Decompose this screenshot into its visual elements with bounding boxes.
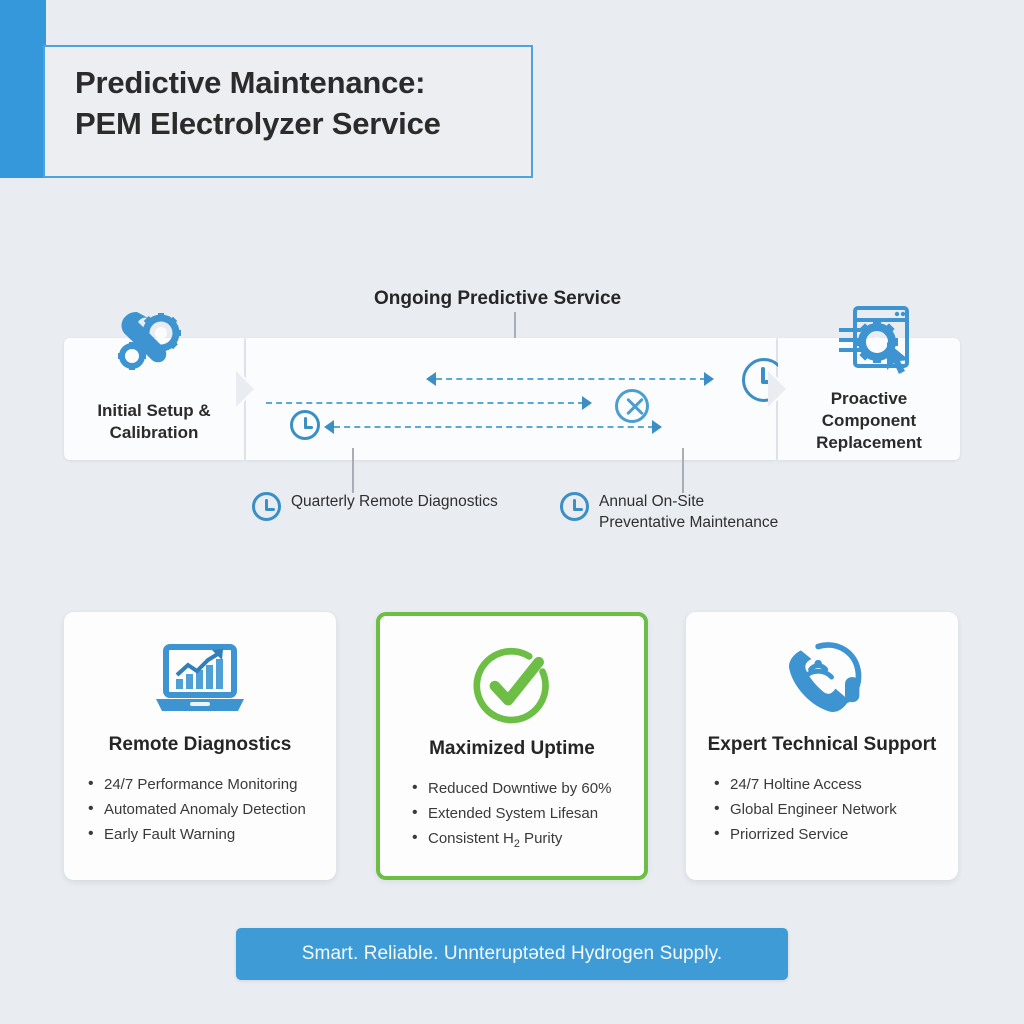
header-accent-bar bbox=[0, 0, 46, 178]
callout-annual-maintenance[interactable]: Annual On-Site Preventative Maintenance bbox=[560, 492, 778, 533]
card-title: Maximized Uptime bbox=[429, 738, 595, 759]
card-title: Expert Technical Support bbox=[707, 734, 937, 755]
browser-gear-cursor-icon bbox=[829, 304, 919, 376]
arrow-bottom bbox=[324, 420, 664, 434]
benefit-cards: Remote Diagnostics 24/7 Performance Moni… bbox=[64, 612, 960, 880]
callout-quarterly-text: Quarterly Remote Diagnostics bbox=[291, 493, 498, 510]
page-title: Predictive Maintenance: PEM Electrolyzer… bbox=[75, 62, 525, 144]
clock-icon-quarterly bbox=[290, 410, 320, 440]
callout-stem-quarterly bbox=[352, 448, 354, 493]
clock-icon bbox=[560, 492, 589, 521]
x-circle-icon-failure bbox=[615, 389, 649, 423]
list-item: Priorrized Service bbox=[712, 821, 940, 848]
card-expert-technical-support[interactable]: Expert Technical Support 24/7 Holtine Ac… bbox=[686, 612, 958, 880]
arrow-top bbox=[426, 372, 716, 386]
list-item: Early Fault Warning bbox=[86, 821, 318, 848]
clock-icon bbox=[252, 492, 281, 521]
page-title-line-1: Predictive Maintenance: bbox=[75, 65, 426, 100]
callout-quarterly-diagnostics[interactable]: Quarterly Remote Diagnostics bbox=[252, 492, 498, 521]
tagline-text: Smart. Reliable. Unnteruptəted Hydrogen … bbox=[301, 943, 723, 964]
tagline-banner[interactable]: Smart. Reliable. Unnteruptəted Hydrogen … bbox=[236, 928, 788, 980]
list-item: 24/7 Performance Monitoring bbox=[86, 771, 318, 798]
timeline-segment-3-label: Proactive Component Replacement bbox=[816, 389, 922, 452]
card-title: Remote Diagnostics bbox=[108, 734, 292, 755]
callout-stem-annual bbox=[682, 448, 684, 493]
page-title-line-2: PEM Electrolyzer Service bbox=[75, 106, 441, 142]
card-bullet-list: 24/7 Performance Monitoring Automated An… bbox=[64, 771, 336, 848]
phone-headset-icon bbox=[686, 638, 958, 724]
card-bullet-list: 24/7 Holtine Access Global Engineer Netw… bbox=[686, 771, 958, 848]
timeline-caption: Ongoing Predictive Service bbox=[374, 288, 622, 309]
laptop-chart-icon bbox=[64, 638, 336, 724]
list-item: Global Engineer Network bbox=[712, 796, 940, 823]
check-circle-icon bbox=[380, 642, 644, 728]
list-item: Automated Anomaly Detection bbox=[86, 796, 318, 823]
arrow-middle bbox=[266, 396, 596, 410]
timeline-band: Initial Setup & Calibration bbox=[64, 306, 960, 460]
timeline-segment-ongoing-service[interactable] bbox=[246, 338, 786, 460]
callout-annual-text: Annual On-Site Preventative Maintenance bbox=[599, 493, 779, 531]
timeline-segment-proactive-replacement[interactable]: Proactive Component Replacement bbox=[778, 306, 960, 460]
list-item: Consistent H2 Purity bbox=[410, 825, 626, 853]
card-remote-diagnostics[interactable]: Remote Diagnostics 24/7 Performance Moni… bbox=[64, 612, 336, 880]
header-title-box bbox=[43, 45, 533, 178]
wrench-gear-icon bbox=[114, 310, 194, 378]
card-maximized-uptime[interactable]: Maximized Uptime Reduced Downtiwe by 60%… bbox=[376, 612, 648, 880]
list-item: Extended System Lifesan bbox=[410, 800, 626, 827]
timeline-segment-initial-setup[interactable]: Initial Setup & Calibration bbox=[64, 312, 244, 460]
list-item: Reduced Downtiwe by 60% bbox=[410, 775, 626, 802]
timeline-segment-1-label: Initial Setup & Calibration bbox=[97, 401, 211, 442]
card-bullet-list: Reduced Downtiwe by 60% Extended System … bbox=[380, 775, 644, 854]
list-item: 24/7 Holtine Access bbox=[712, 771, 940, 798]
